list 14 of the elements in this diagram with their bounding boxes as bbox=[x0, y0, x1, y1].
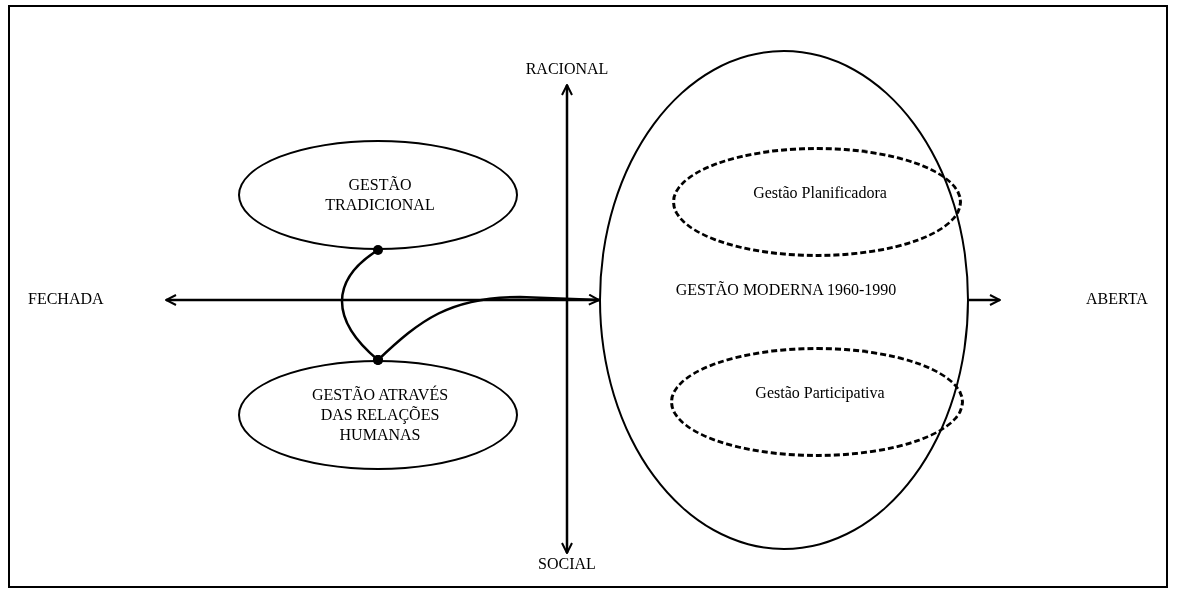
node-label: GESTÃO MODERNA 1960-1990 bbox=[674, 280, 898, 300]
node-label: GESTÃO TRADICIONAL bbox=[324, 175, 436, 215]
dashed-ellipse bbox=[670, 347, 964, 457]
axis-label: ABERTA bbox=[1086, 290, 1148, 308]
axis-label: SOCIAL bbox=[538, 555, 596, 573]
node-label: Gestão Participativa bbox=[754, 383, 886, 403]
axis-label: FECHADA bbox=[28, 290, 104, 308]
axis-label: RACIONAL bbox=[525, 60, 609, 78]
dashed-ellipse bbox=[672, 147, 962, 257]
connector bbox=[373, 293, 600, 365]
ellipse-node bbox=[238, 140, 518, 250]
node-label: Gestão Planificadora bbox=[752, 183, 888, 203]
node-label: GESTÃO ATRAVÉS DAS RELAÇÕES HUMANAS bbox=[310, 385, 450, 445]
ellipse-node bbox=[238, 360, 518, 470]
